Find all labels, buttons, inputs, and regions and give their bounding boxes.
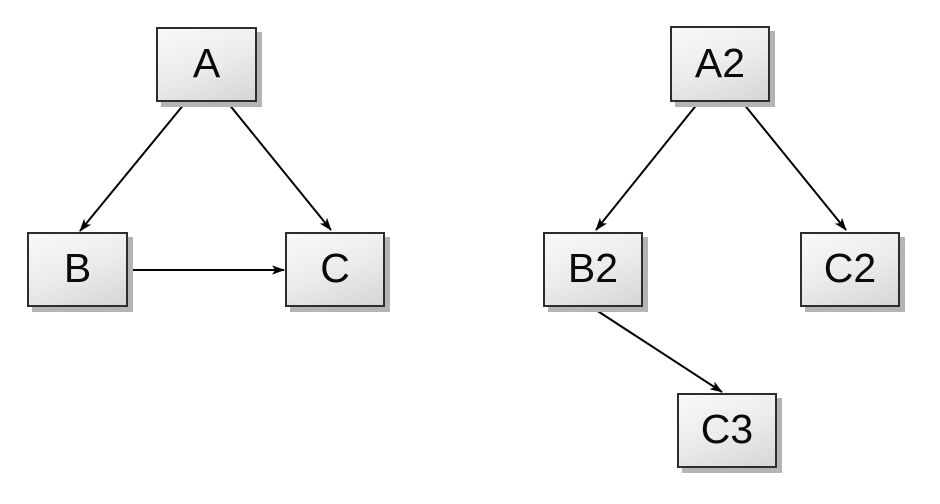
node-c2[interactable]: C2 [800, 232, 900, 307]
edge-b2-to-c3 [592, 307, 723, 393]
node-label: C2 [823, 245, 877, 291]
edge-a2-to-c2 [742, 102, 847, 231]
node-label: C [320, 245, 350, 291]
node-c[interactable]: C [285, 232, 385, 307]
node-a[interactable]: A [156, 27, 257, 102]
node-b2[interactable]: B2 [543, 232, 643, 307]
node-label: C3 [700, 406, 754, 452]
node-a2[interactable]: A2 [670, 26, 770, 102]
node-label: B [63, 245, 92, 291]
node-label: B2 [567, 245, 619, 291]
edge-a-to-b [79, 102, 186, 232]
node-label: A2 [694, 39, 746, 86]
node-label: A [192, 40, 221, 86]
node-b[interactable]: B [27, 232, 128, 307]
edge-a-to-c [227, 102, 332, 231]
edge-a2-to-b2 [595, 102, 699, 231]
node-c3[interactable]: C3 [677, 393, 777, 468]
